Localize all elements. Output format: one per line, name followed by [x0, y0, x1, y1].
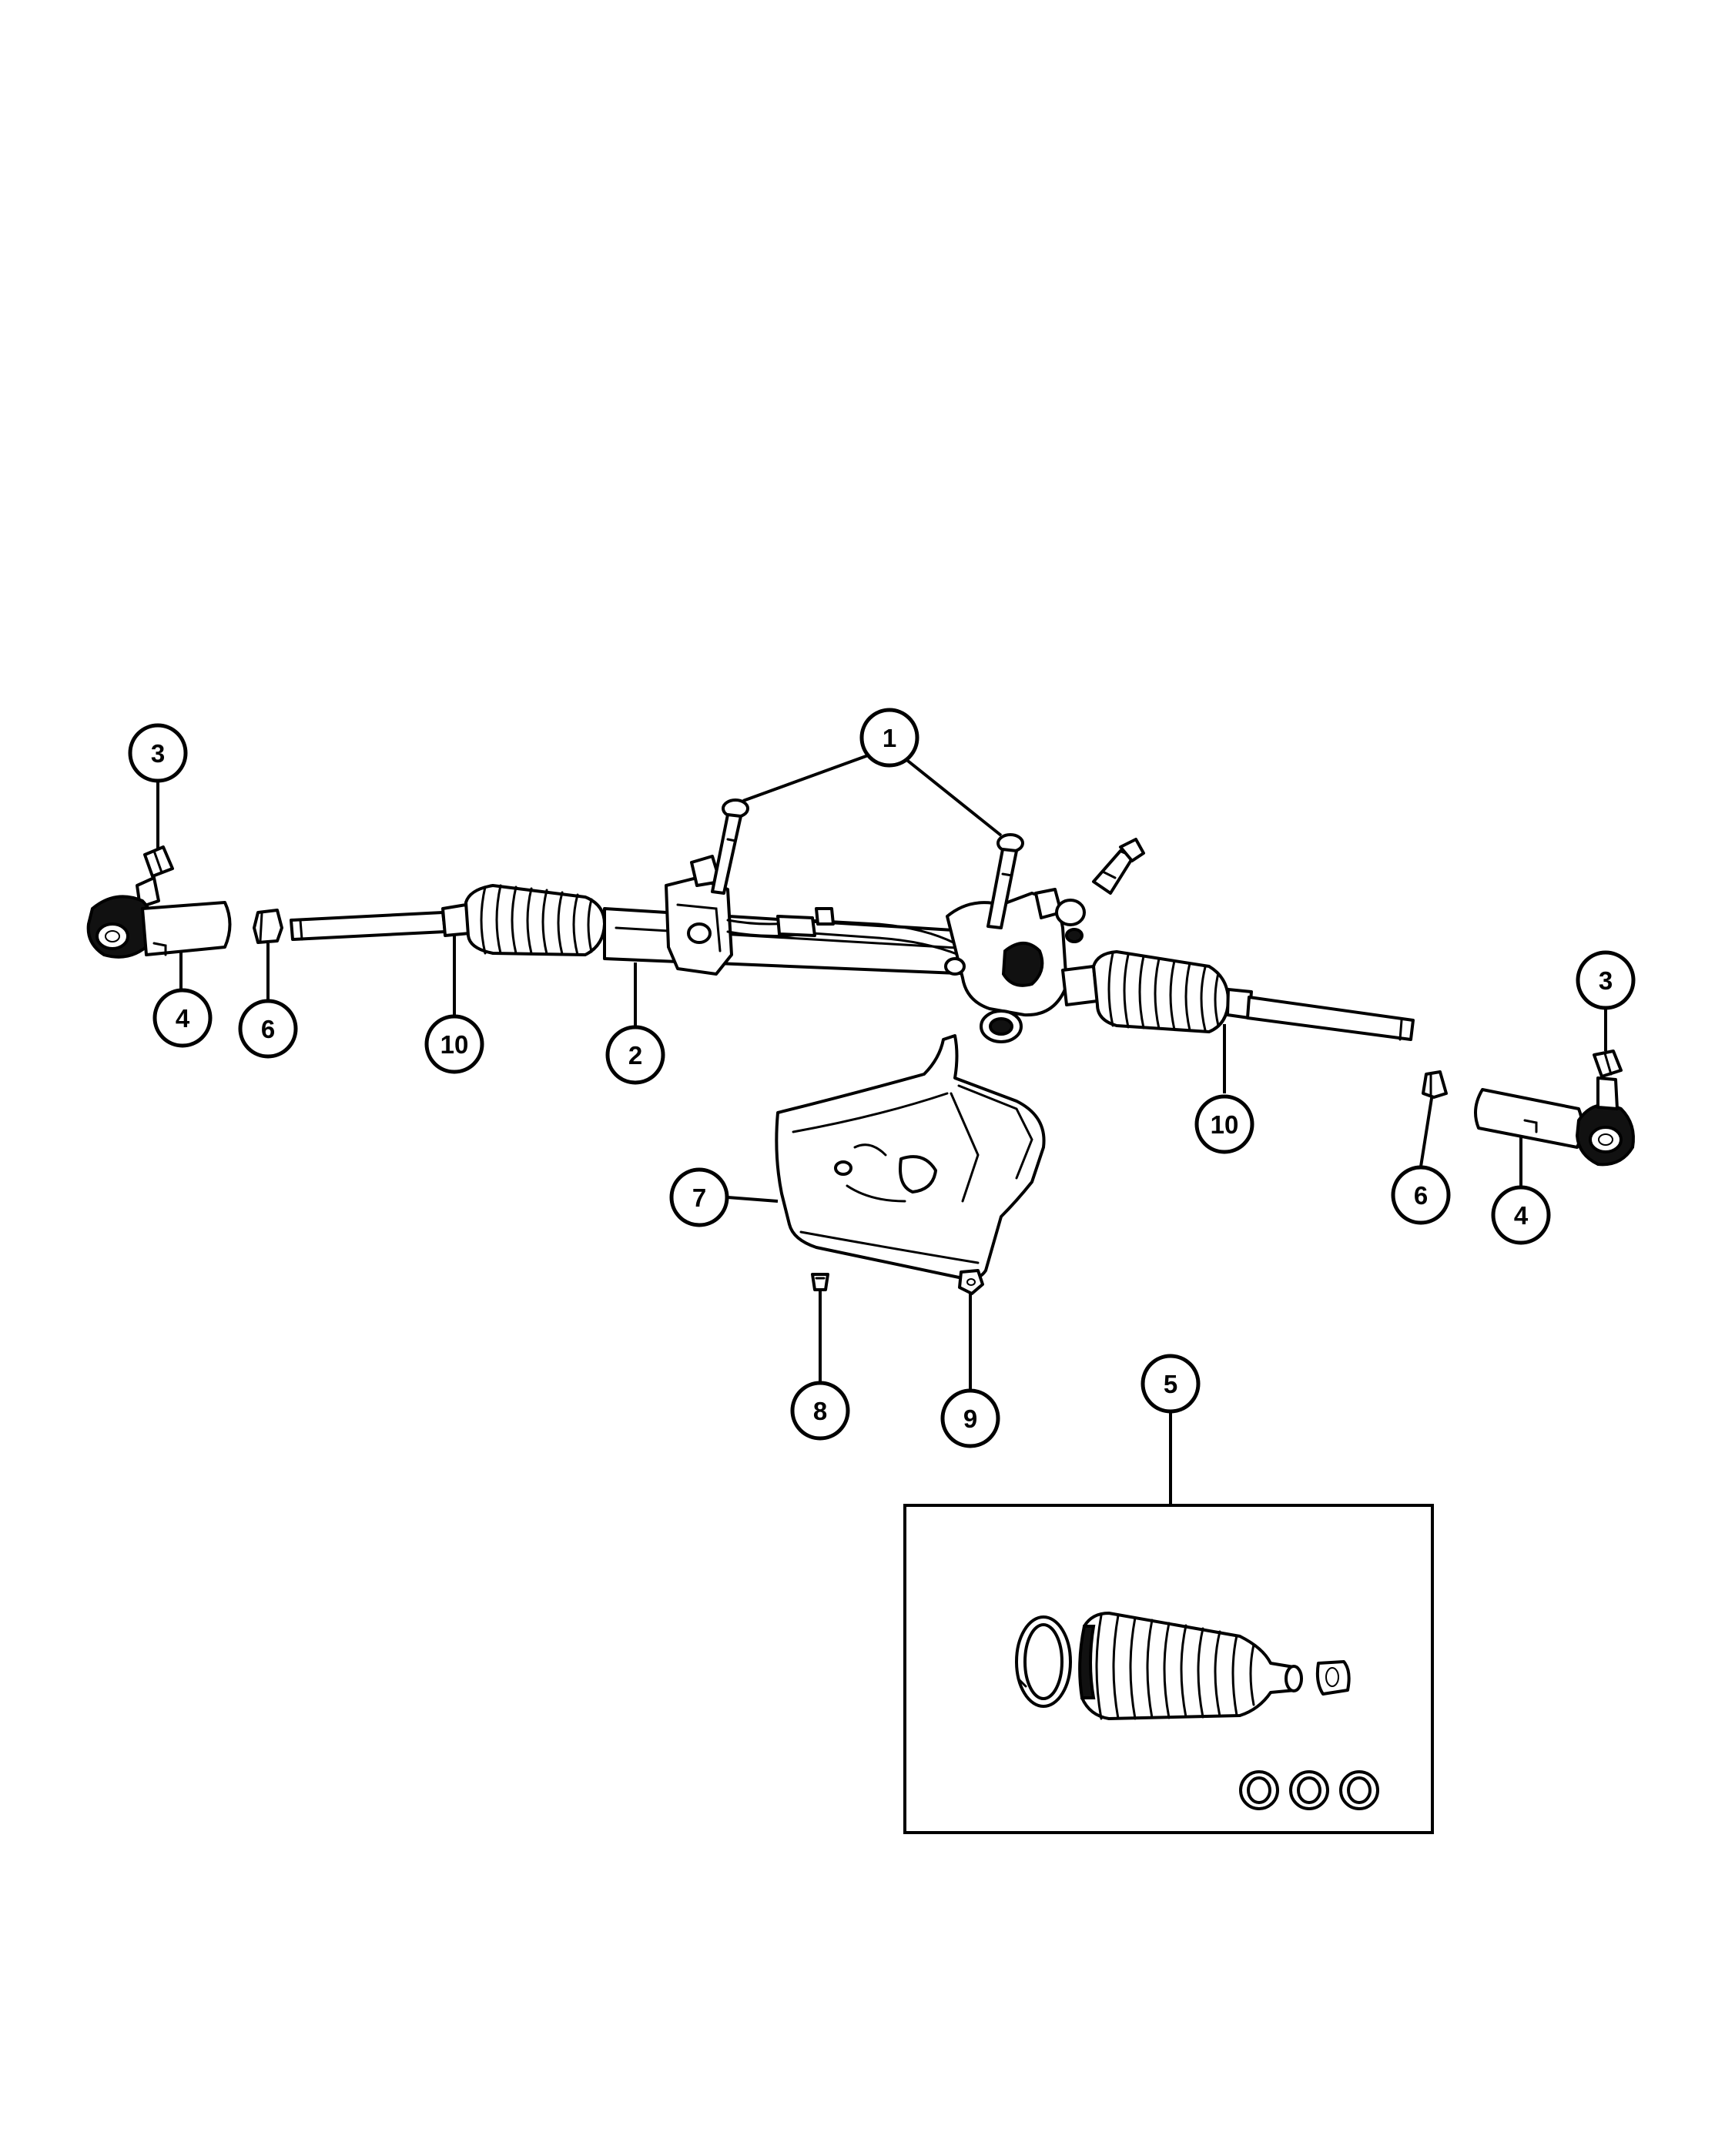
callout-3-left[interactable]: 3: [128, 723, 188, 783]
callout-2-label: 2: [628, 1041, 642, 1070]
callout-3-right[interactable]: 3: [1576, 950, 1636, 1010]
splash-shield: [775, 1034, 1046, 1281]
gear-mounting-bolt-2: [986, 833, 1024, 929]
callout-6-left[interactable]: 6: [238, 999, 298, 1059]
jam-nut-left: [253, 909, 283, 944]
callout-9-label: 9: [963, 1404, 977, 1433]
leader-1b: [903, 757, 1003, 837]
callout-10-right-label: 10: [1211, 1110, 1239, 1139]
boot-clamp-small: [1315, 1660, 1351, 1696]
leader-1a: [742, 753, 871, 802]
bushing-1: [1239, 1770, 1279, 1810]
callout-8-label: 8: [813, 1397, 827, 1425]
callout-4-right-label: 4: [1514, 1201, 1529, 1230]
callout-3-left-label: 3: [151, 739, 165, 768]
callout-4-right[interactable]: 4: [1491, 1185, 1551, 1245]
callout-4-left-label: 4: [176, 1004, 190, 1033]
callout-10-left[interactable]: 10: [424, 1014, 484, 1074]
callout-6-right[interactable]: 6: [1391, 1165, 1451, 1225]
callout-1-label: 1: [883, 724, 896, 752]
tie-rod-end-right: [1474, 1050, 1635, 1167]
boot-kit-box: [903, 1504, 1434, 1834]
callout-6-right-label: 6: [1414, 1181, 1428, 1210]
callout-5-label: 5: [1164, 1370, 1177, 1398]
shield-nut: [958, 1269, 984, 1295]
callout-1[interactable]: 1: [859, 708, 919, 768]
leader-7: [727, 1196, 779, 1203]
bushing-2: [1289, 1770, 1329, 1810]
callout-6-left-label: 6: [261, 1015, 275, 1043]
jam-nut-right: [1422, 1070, 1448, 1099]
bellows-ribs-right: [1107, 952, 1220, 1032]
shield-screw: [811, 1273, 829, 1291]
callout-2[interactable]: 2: [605, 1025, 665, 1085]
boot-ribs: [1095, 1614, 1255, 1720]
callout-7-label: 7: [692, 1183, 706, 1212]
leader-6b: [1419, 1093, 1434, 1167]
bushing-3: [1339, 1770, 1379, 1810]
callout-10-right[interactable]: 10: [1194, 1094, 1254, 1154]
callout-5[interactable]: 5: [1141, 1354, 1201, 1414]
steering-gear-assembly: [290, 838, 1415, 1043]
gear-mounting-bolt-1: [711, 798, 749, 895]
callout-3-right-label: 3: [1599, 966, 1613, 995]
callout-4-left[interactable]: 4: [152, 988, 213, 1048]
callout-7[interactable]: 7: [669, 1167, 729, 1227]
kit-frame: [903, 1504, 1434, 1834]
callout-10-left-label: 10: [440, 1030, 469, 1059]
callout-8[interactable]: 8: [790, 1381, 850, 1441]
bellows-ribs-left: [480, 884, 593, 956]
tie-rod-end-left: [86, 845, 232, 959]
callout-9[interactable]: 9: [940, 1388, 1000, 1448]
